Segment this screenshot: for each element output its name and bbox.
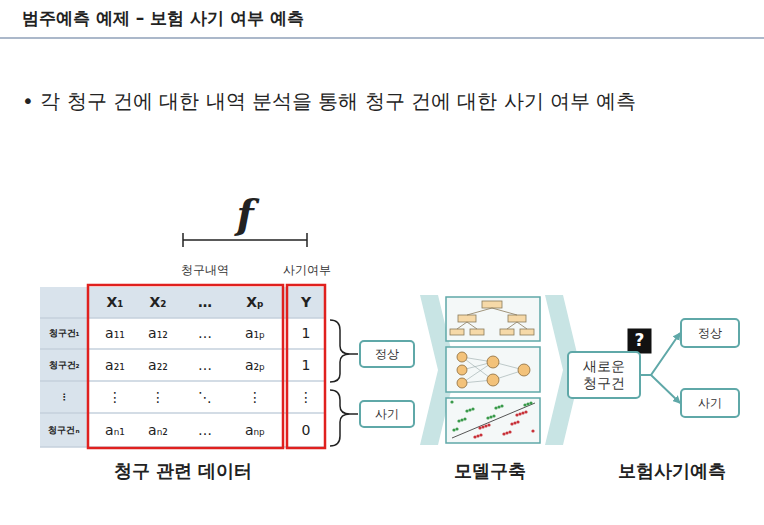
- row-header: ⋮: [60, 392, 69, 402]
- function-symbol: f: [236, 191, 253, 237]
- result-box: 새로운 청구건: [567, 351, 641, 399]
- row-header: 청구건ₙ: [48, 425, 79, 435]
- table-cell: …: [198, 325, 212, 341]
- branch-arrow: [641, 333, 680, 375]
- model-illustration: [446, 297, 540, 443]
- table-cell: aₙₚ: [245, 422, 265, 438]
- title-rule: [0, 37, 764, 39]
- question-mark: ?: [635, 331, 645, 351]
- table-cell: …: [198, 422, 212, 438]
- table-cell: a₂₁: [105, 357, 125, 373]
- box-text: 사기: [375, 407, 399, 421]
- brace: [330, 320, 358, 446]
- table-cell: X₂: [150, 294, 167, 310]
- table-cell: Xₚ: [246, 294, 264, 310]
- box-text: 새로운 청구건: [575, 358, 633, 392]
- table-cell: a₂ₚ: [245, 357, 265, 373]
- table-cell: ⋮: [299, 389, 313, 405]
- result-box: 사기: [680, 388, 740, 418]
- table-cell: 0: [302, 422, 311, 438]
- row-header: 청구건₂: [49, 360, 80, 370]
- table-cell: a₁₂: [148, 325, 168, 341]
- box-text: 정상: [698, 326, 722, 340]
- data-table: [40, 285, 325, 448]
- table-cell: ⋮: [248, 389, 262, 405]
- result-box: 정상: [359, 340, 415, 368]
- table-cell: …: [198, 294, 212, 310]
- table-cell: X₁: [107, 294, 124, 310]
- table-cell: Y: [301, 294, 311, 310]
- table-cell: a₁ₚ: [245, 325, 265, 341]
- table-cell: ⋮: [151, 389, 165, 405]
- table-cell: a₁₁: [105, 325, 125, 341]
- process-chevron: [420, 295, 581, 445]
- section-caption: 보험사기예측: [618, 461, 726, 482]
- table-cell: 1: [302, 325, 311, 341]
- box-text: 정상: [375, 347, 399, 361]
- result-box: 사기: [359, 400, 415, 428]
- table-cell: ⋮: [108, 389, 122, 405]
- result-box: 정상: [680, 318, 740, 348]
- column-group-label: 사기여부: [283, 264, 331, 278]
- bullet-text: • 각 청구 건에 대한 내역 분석을 통해 청구 건에 대한 사기 여부 예측: [22, 90, 636, 113]
- section-caption: 모델구축: [454, 461, 526, 482]
- column-group-label: 청구내역: [181, 264, 229, 278]
- section-caption: 청구 관련 데이터: [114, 461, 253, 482]
- table-cell: aₙ₂: [148, 422, 168, 438]
- slide-title: 범주예측 예제 – 보험 사기 여부 예측: [22, 9, 304, 29]
- table-cell: …: [198, 357, 212, 373]
- box-text: 사기: [698, 396, 722, 410]
- table-cell: 1: [302, 357, 311, 373]
- table-cell: a₂₂: [148, 357, 168, 373]
- table-cell: aₙ₁: [105, 422, 125, 438]
- row-header: 청구건₁: [49, 328, 80, 338]
- table-cell: ⋱: [198, 389, 212, 405]
- question-icon: [628, 329, 651, 353]
- branch-arrow: [641, 375, 680, 403]
